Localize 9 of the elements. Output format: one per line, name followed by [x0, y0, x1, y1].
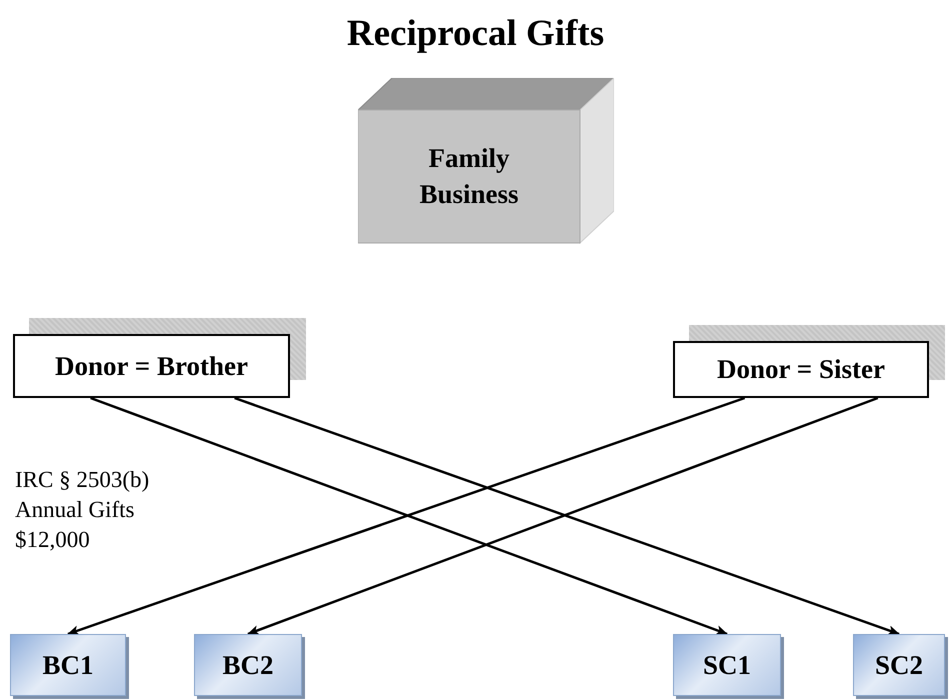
- diagram-title: Reciprocal Gifts: [346, 12, 606, 55]
- donor-box: Donor = Sister: [673, 341, 929, 398]
- recipient-box: SC1: [673, 634, 781, 696]
- node-label: Family Business: [418, 142, 520, 210]
- recipient-box: SC2: [853, 634, 945, 696]
- note-text: IRC § 2503(b) Annual Gifts $12,000: [15, 466, 150, 554]
- recipient-box: BC1: [10, 634, 126, 696]
- recipient-box: BC2: [194, 634, 302, 696]
- donor-box: Donor = Brother: [13, 334, 290, 398]
